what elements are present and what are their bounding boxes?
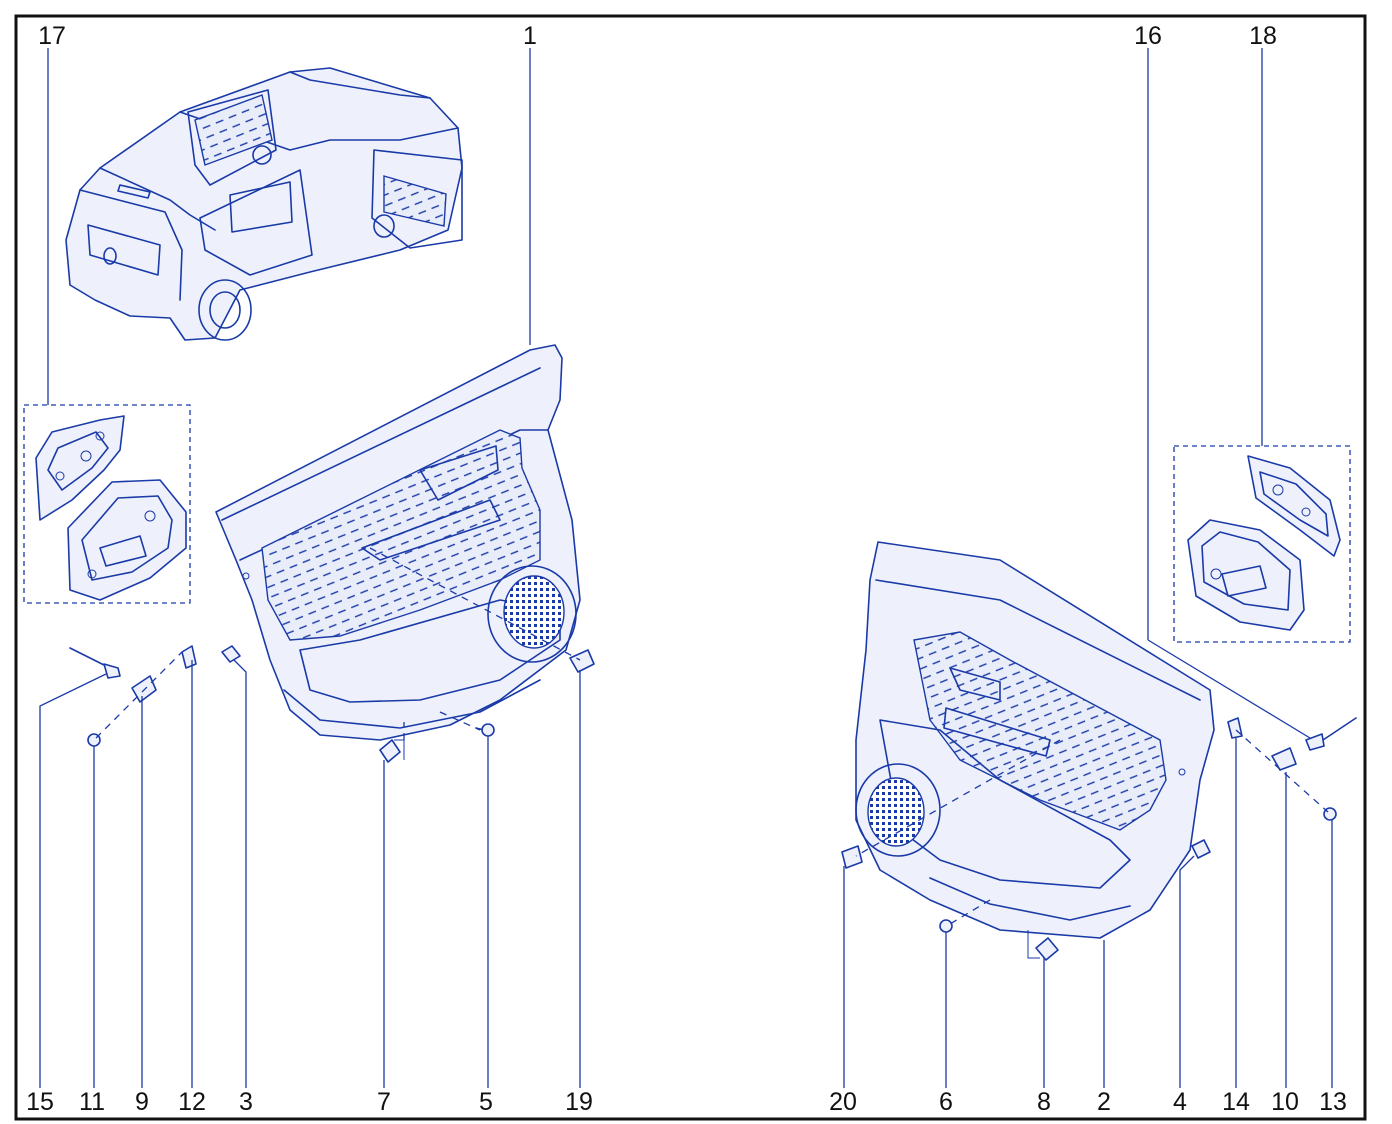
- pin-16: [1319, 717, 1357, 743]
- callout-labels: 17 1 16 18 15 11 9 12 3 7 5 19 20 6 8 2 …: [26, 22, 1347, 1116]
- callout-19: 19: [565, 1088, 593, 1116]
- leader-lines: [39, 48, 1333, 1088]
- clip-8: [1035, 937, 1059, 961]
- clip-20: [841, 845, 863, 869]
- callout-11: 11: [79, 1088, 105, 1116]
- callout-18: 18: [1249, 22, 1277, 50]
- clip-10: [1271, 747, 1297, 771]
- callout-3: 3: [239, 1088, 253, 1116]
- callout-9: 9: [135, 1088, 149, 1116]
- callout-17: 17: [38, 22, 66, 50]
- small-fasteners-right: [841, 717, 1357, 961]
- clip-4: [1191, 839, 1211, 859]
- callout-15: 15: [26, 1088, 54, 1116]
- screw-6: [939, 919, 953, 933]
- door-pull-brackets-17: [35, 415, 187, 601]
- callout-4: 4: [1173, 1088, 1187, 1116]
- callout-12: 12: [178, 1088, 206, 1116]
- clip-14: [1227, 717, 1243, 739]
- clip-19: [569, 649, 595, 673]
- callout-10: 10: [1271, 1088, 1299, 1116]
- small-fasteners-left: [69, 547, 595, 763]
- drawing-frame: [14, 14, 1367, 1121]
- callout-20: 20: [829, 1088, 857, 1116]
- callout-8: 8: [1037, 1088, 1051, 1116]
- clip-7: [379, 739, 401, 763]
- callout-1: 1: [523, 22, 537, 50]
- vehicle-overview-illustration: [65, 67, 463, 341]
- bracket-group-box-18: [1173, 445, 1351, 643]
- callout-2: 2: [1097, 1088, 1111, 1116]
- callout-6: 6: [939, 1088, 953, 1116]
- door-pull-brackets-18: [1187, 455, 1341, 631]
- clip-3: [221, 645, 241, 663]
- callout-14: 14: [1222, 1088, 1250, 1116]
- callout-13: 13: [1319, 1088, 1347, 1116]
- callout-5: 5: [479, 1088, 493, 1116]
- clip-12: [181, 645, 197, 669]
- bracket-group-box-17: [23, 404, 191, 604]
- pin-15: [69, 647, 111, 669]
- callout-16: 16: [1134, 22, 1162, 50]
- front-right-door-trim-panel-2: [855, 541, 1215, 939]
- callout-7: 7: [377, 1088, 391, 1116]
- front-left-door-trim-panel-1: [215, 344, 581, 741]
